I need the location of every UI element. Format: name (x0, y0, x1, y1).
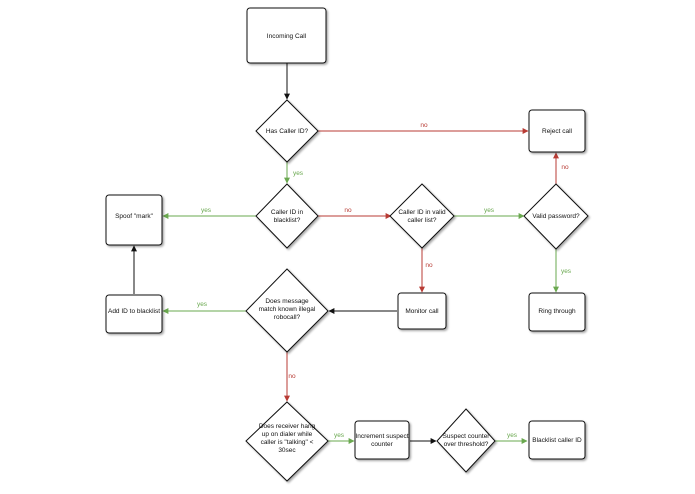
edge-labels: no yes yes no yes no no yes yes no yes y… (197, 122, 572, 439)
node-monitor-call-label: Monitor call (405, 308, 439, 315)
label-password-no: no (561, 164, 569, 171)
label-blacklist-yes: yes (201, 207, 212, 214)
node-spoof-mark-label: Spoof "mark" (115, 213, 154, 220)
label-validlist-no: no (425, 262, 433, 269)
node-blacklist-caller: Blacklist caller ID (528, 420, 586, 460)
label-threshold-yes: yes (507, 432, 518, 439)
label-validlist-yes: yes (484, 207, 495, 214)
node-valid-password-label: Valid password? (532, 213, 580, 220)
node-reject-call: Reject call (528, 109, 586, 153)
node-incoming-call-label: Incoming Call (267, 33, 307, 40)
node-valid-password: Valid password? (523, 183, 589, 250)
node-ring-through: Ring through (528, 292, 586, 332)
node-spoof-mark: Spoof "mark" (105, 194, 163, 246)
node-blacklist-caller-label: Blacklist caller ID (532, 437, 582, 444)
label-password-yes: yes (561, 268, 572, 275)
node-ring-through-label: Ring through (538, 308, 576, 315)
edges (131, 63, 559, 444)
label-match-no: no (288, 373, 296, 380)
label-hasid-yes: yes (293, 170, 304, 177)
node-has-caller-id: Has Caller ID? (255, 99, 319, 163)
label-match-yes: yes (197, 301, 208, 308)
node-add-id-blacklist: Add ID to blacklist (105, 294, 163, 334)
label-hangup-yes: yes (334, 432, 345, 439)
node-monitor-call: Monitor call (397, 292, 447, 330)
nodes: Incoming Call Has Caller ID? Reject call… (105, 7, 589, 482)
node-add-id-blacklist-label: Add ID to blacklist (108, 308, 160, 315)
node-has-caller-id-label: Has Caller ID? (266, 128, 309, 135)
label-blacklist-no: no (344, 207, 352, 214)
label-hasid-no: no (420, 122, 428, 129)
node-incoming-call: Incoming Call (246, 7, 327, 64)
node-reject-call-label: Reject call (542, 128, 573, 135)
